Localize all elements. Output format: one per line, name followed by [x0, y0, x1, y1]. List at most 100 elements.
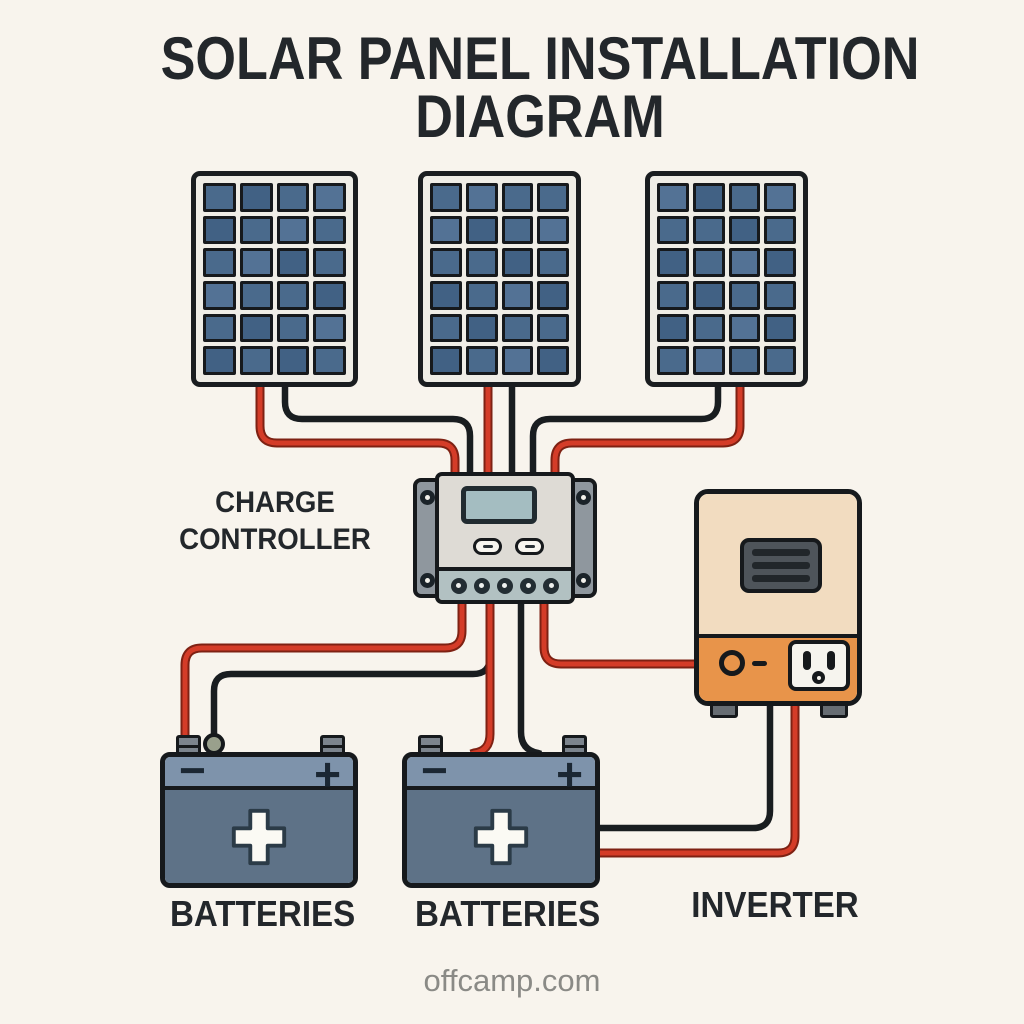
solar-cell — [501, 280, 534, 310]
title-line-1: SOLAR PANEL INSTALLATION — [160, 25, 920, 92]
solar-cell — [657, 248, 689, 277]
solar-cell — [203, 280, 236, 310]
inverter-label: INVERTER — [691, 884, 859, 925]
solar-cell — [764, 280, 796, 310]
vent-slot — [752, 575, 810, 582]
solar-cell — [764, 313, 796, 343]
solar-cell — [239, 313, 273, 343]
solar-cell — [276, 248, 310, 277]
power-dash-icon — [752, 661, 767, 666]
vent-grille-icon — [740, 538, 822, 593]
solar-cell — [313, 215, 346, 245]
solar-cell — [657, 215, 689, 245]
solar-cell — [465, 280, 498, 310]
terminal-screw-icon — [520, 577, 537, 594]
solar-cell — [692, 248, 725, 277]
wire-panel1-positive — [255, 383, 460, 478]
solar-cell — [501, 215, 534, 245]
battery2-body — [407, 790, 595, 883]
solar-cell — [276, 280, 310, 310]
charge-controller — [435, 472, 575, 604]
terminal-screw-icon — [473, 577, 490, 594]
watermark: offcamp.com — [423, 963, 601, 998]
screw-icon — [420, 573, 435, 588]
ac-outlet-icon — [788, 640, 850, 691]
screw-icon — [576, 573, 591, 588]
outlet-slot-right — [827, 651, 835, 670]
solar-cell — [276, 183, 310, 212]
wire-controller-battery2-negative — [517, 598, 543, 758]
solar-cell — [692, 280, 725, 310]
solar-cell — [203, 313, 236, 343]
solar-cell — [276, 215, 310, 245]
solar-cell — [465, 215, 498, 245]
solar-cell — [501, 183, 534, 212]
solar-cell — [657, 183, 689, 212]
solar-cell — [430, 215, 462, 245]
wire-controller-battery1-positive — [180, 598, 467, 740]
minus-icon: − — [179, 752, 206, 796]
charge-controller-label-line1: CHARGE — [215, 486, 335, 519]
solar-cell — [501, 313, 534, 343]
page-title: SOLAR PANEL INSTALLATION DIAGRAM — [95, 25, 986, 150]
minus-icon: − — [421, 752, 448, 796]
solar-panel-1 — [191, 171, 358, 387]
solar-cell — [728, 215, 761, 245]
solar-cell — [692, 215, 725, 245]
solar-cell — [203, 248, 236, 277]
solar-cell — [728, 346, 761, 375]
solar-cell — [313, 346, 346, 375]
terminal-screw-icon — [450, 577, 467, 594]
solar-cell — [728, 248, 761, 277]
solar-cell — [203, 183, 236, 212]
solar-cell — [764, 183, 796, 212]
solar-cell — [657, 280, 689, 310]
wire-controller-inverter-positive — [539, 598, 700, 669]
solar-cell — [501, 248, 534, 277]
solar-cell — [764, 215, 796, 245]
solar-panel-1-grid — [203, 183, 346, 375]
plus-icon: + — [314, 752, 341, 800]
solar-cell — [537, 280, 569, 310]
wire-battery2-inverter-positive — [598, 703, 800, 858]
battery1-top-strip: − + — [165, 757, 353, 800]
solar-cell — [465, 183, 498, 212]
solar-cell — [430, 280, 462, 310]
solar-cell — [239, 183, 273, 212]
charge-controller-label-line2: CONTROLLER — [179, 523, 371, 556]
battery-cross-icon — [231, 808, 287, 865]
solar-cell — [764, 248, 796, 277]
solar-cell — [657, 346, 689, 375]
inverter-lower-panel — [699, 638, 857, 701]
batteries-left-label: BATTERIES — [170, 893, 356, 934]
power-indicator-icon — [719, 650, 745, 676]
vent-slot — [752, 549, 810, 556]
terminal-screw-icon — [496, 577, 513, 594]
plus-icon: + — [556, 752, 583, 800]
solar-cell — [728, 183, 761, 212]
solar-cell — [537, 313, 569, 343]
title-line-2: DIAGRAM — [415, 83, 665, 150]
charge-controller-label: CHARGE CONTROLLER — [165, 484, 386, 558]
solar-cell — [203, 215, 236, 245]
battery-2: − + — [402, 752, 600, 888]
solar-cell — [764, 346, 796, 375]
solar-cell — [313, 183, 346, 212]
solar-cell — [728, 280, 761, 310]
wire-panel3-positive — [550, 383, 745, 478]
solar-cell — [239, 215, 273, 245]
solar-cell — [537, 215, 569, 245]
solar-cell — [430, 183, 462, 212]
solar-cell — [276, 313, 310, 343]
solar-cell — [313, 248, 346, 277]
solar-cell — [692, 346, 725, 375]
solar-cell — [239, 346, 273, 375]
solar-cell — [501, 346, 534, 375]
solar-cell — [313, 313, 346, 343]
solar-cell — [728, 313, 761, 343]
solar-cell — [430, 313, 462, 343]
solar-panel-2-grid — [430, 183, 569, 375]
terminal-screw-icon — [543, 577, 560, 594]
